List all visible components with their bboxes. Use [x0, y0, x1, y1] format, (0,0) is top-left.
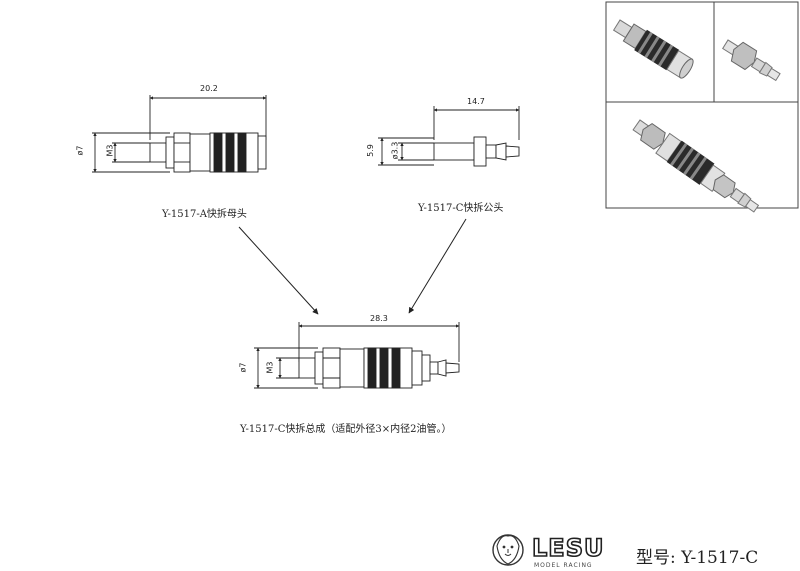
female-thread-dim: M3 [105, 144, 115, 157]
brand-tagline: MODEL RACING [534, 562, 593, 569]
assembly-arrows [238, 218, 467, 315]
female-outer-dim: ø7 [75, 145, 85, 156]
brand-name: LESU [531, 533, 605, 563]
model-number: 型号: Y-1517-C [636, 548, 759, 568]
female-coupler-drawing [92, 95, 267, 173]
male-plug-label: Y-1517-C快拆公头 [418, 203, 504, 214]
assembly-outer-dim: ø7 [238, 362, 248, 373]
assembly-length-dim: 28.3 [370, 314, 388, 323]
assembly-photo [632, 119, 760, 213]
photo-panel [605, 1, 799, 213]
male-length-dim: 14.7 [467, 97, 485, 106]
female-coupler-label: Y-1517-A快拆母头 [162, 209, 247, 220]
assembly-label: Y-1517-C快拆总成（适配外径3×内径2油管。） [240, 424, 452, 435]
male-inner-dim: ø3.3 [390, 141, 400, 160]
assembly-drawing [254, 322, 460, 389]
female-coupler-photo [612, 19, 694, 79]
lion-logo-icon [492, 534, 524, 566]
male-plug-drawing [378, 106, 520, 167]
female-length-dim: 20.2 [200, 84, 218, 93]
male-outer-dim: 5.9 [365, 144, 375, 157]
assembly-thread-dim: M3 [265, 361, 275, 374]
male-plug-photo [722, 39, 781, 82]
